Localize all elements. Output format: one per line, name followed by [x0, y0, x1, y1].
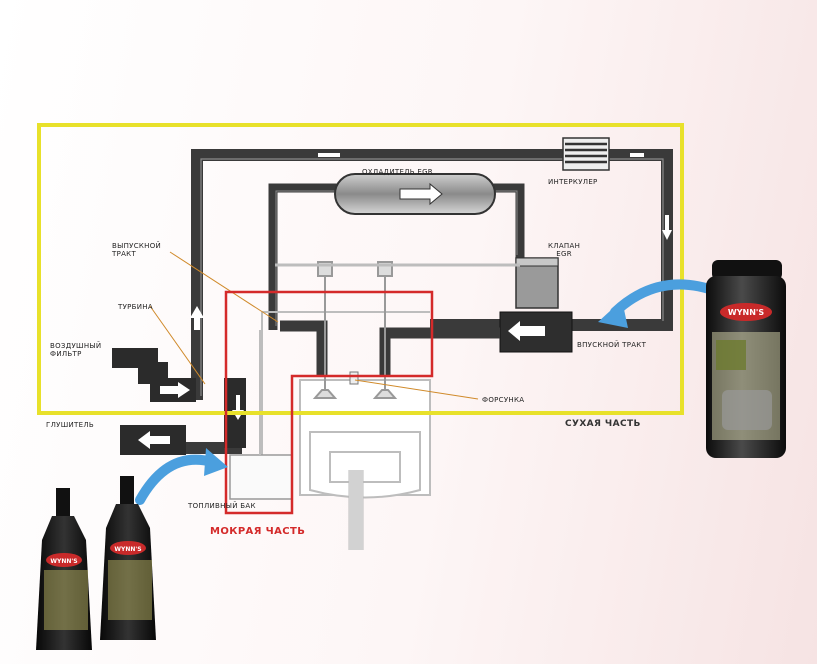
wet-zone-label: МОКРАЯ ЧАСТЬ — [210, 526, 306, 537]
bottle-product-2: WYNN'S — [100, 476, 156, 640]
egr-pipe — [268, 183, 525, 330]
intake-pipe — [191, 149, 673, 400]
turbine-label: ТУРБИНА — [118, 303, 153, 311]
intake-manifold — [499, 311, 573, 353]
engine-block — [232, 311, 431, 550]
spray-arrow — [598, 279, 723, 328]
intercooler — [562, 137, 610, 171]
bottle-1-brand: WYNN'S — [50, 558, 77, 565]
egr-valve — [515, 257, 559, 309]
intercooler-label: ИНТЕРКУЛЕР — [548, 178, 598, 186]
air-filter-label: ВОЗДУШНЫЙ ФИЛЬТР — [50, 342, 102, 358]
injector-label: ФОРСУНКА — [482, 396, 525, 404]
fuel-tank — [229, 454, 293, 500]
dry-zone-frame — [37, 123, 684, 415]
spray-can-brand: WYNN'S — [728, 308, 764, 317]
intake-tract-label: ВПУСКНОЙ ТРАКТ — [577, 341, 647, 349]
muffler-label: ГЛУШИТЕЛЬ — [46, 421, 94, 429]
egr-cooler-label: ОХЛАДИТЕЛЬ EGR — [362, 168, 433, 176]
muffler — [120, 425, 186, 455]
egr-cooler — [334, 173, 496, 215]
injector — [349, 371, 359, 385]
egr-valve-label: КЛАПАН EGR — [548, 242, 581, 258]
wet-zone-frame — [224, 290, 434, 515]
exhaust-tract-label: ВЫПУСКНОЙ ТРАКТ — [112, 242, 162, 258]
additive-arrow — [135, 448, 228, 505]
spray-can-product: WYNN'S — [706, 260, 786, 458]
bottle-2-brand: WYNN'S — [114, 546, 141, 553]
bottle-product-1: WYNN'S — [36, 488, 92, 650]
dry-zone-label: СУХАЯ ЧАСТЬ — [565, 419, 641, 429]
fuel-tank-label: ТОПЛИВНЫЙ БАК — [188, 502, 256, 510]
